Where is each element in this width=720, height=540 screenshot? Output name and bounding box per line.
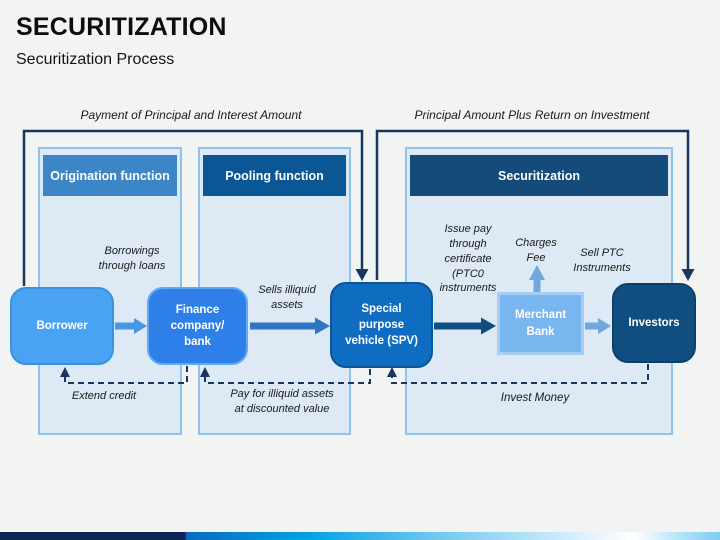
flow-label-issue-ptc-instruments: Issue pay through certificate (PTC0 inst… (439, 223, 497, 295)
page-title: SECURITIZATION (16, 13, 227, 41)
panel-header-origination: Origination function (43, 155, 177, 196)
flow-label-borrowings-through-loans: Borrowings through loans (98, 245, 166, 272)
flow-label-extend-credit: Extend credit (71, 390, 137, 402)
flow-label-invest-money: Invest Money (500, 392, 570, 404)
flow-label-sell-ptc-instruments: Sell PTC Instruments (573, 247, 631, 274)
node-investors: Investors (612, 283, 696, 363)
node-special-purpose-vehicle: Special purpose vehicle (SPV) (330, 282, 433, 368)
page-subtitle: Securitization Process (16, 51, 175, 68)
bottom-accent-bar (0, 532, 720, 540)
flow-label-pay-for-illiquid-assets: Pay for illiquid assets at discounted va… (230, 388, 334, 415)
flow-label-payment-principal-interest: Payment of Principal and Interest Amount (80, 108, 302, 122)
flow-label-principal-plus-return: Principal Amount Plus Return on Investme… (414, 108, 650, 122)
panel-header-pooling: Pooling function (203, 155, 346, 196)
node-merchant-bank: Merchant Bank (497, 292, 584, 355)
panel-header-securitization: Securitization (410, 155, 668, 196)
node-borrower: Borrower (10, 287, 114, 365)
node-finance-company-bank: Finance company/ bank (147, 287, 248, 365)
flow-label-sells-illiquid-assets: Sells illiquid assets (258, 284, 316, 311)
flow-label-charges-fee: Charges Fee (515, 237, 557, 264)
